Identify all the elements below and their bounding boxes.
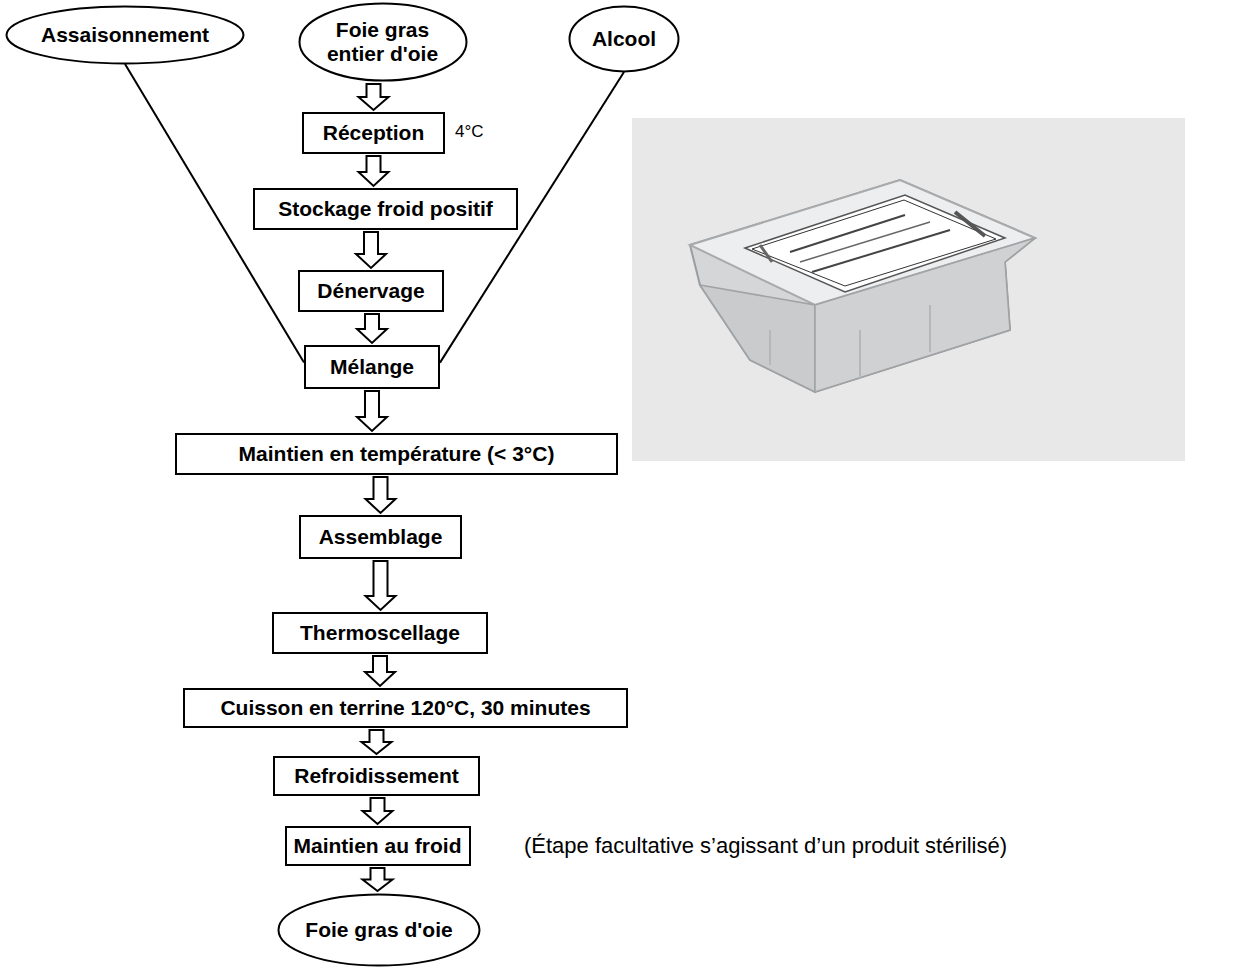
node-label: Assemblage <box>319 525 443 549</box>
process-box: Stockage froid positif <box>253 188 518 230</box>
node-label: Refroidissement <box>294 764 459 788</box>
node-label: Alcool <box>592 27 656 51</box>
process-box: Maintien en température (< 3°C) <box>175 433 618 475</box>
node-label: Foie gras entier d'oie <box>323 18 442 66</box>
flow-arrow <box>359 84 389 110</box>
flow-arrow <box>357 314 387 343</box>
process-box: Réception <box>302 112 445 154</box>
process-box: Refroidissement <box>273 756 480 796</box>
temperature-note: 4°C <box>455 122 484 142</box>
output-ellipse: Foie gras d'oie <box>277 893 481 967</box>
step-note: (Étape facultative s’agissant d’un produ… <box>524 833 1007 859</box>
process-box: Dénervage <box>298 270 444 312</box>
node-label: Thermoscellage <box>300 621 460 645</box>
flow-arrow <box>363 798 393 824</box>
node-label: Dénervage <box>317 279 424 303</box>
node-label: Réception <box>323 121 425 145</box>
node-label: Stockage froid positif <box>278 197 493 221</box>
flow-arrow <box>365 656 395 686</box>
input-ellipse: Assaisonnement <box>5 5 245 65</box>
process-box: Mélange <box>304 345 440 389</box>
flow-arrow <box>366 561 396 610</box>
flow-arrow <box>366 477 396 513</box>
node-label: Cuisson en terrine 120°C, 30 minutes <box>220 696 590 720</box>
input-ellipse: Alcool <box>568 5 680 73</box>
node-label: Foie gras d'oie <box>305 918 452 942</box>
tray-illustration <box>690 180 1035 392</box>
flow-arrow <box>362 730 392 754</box>
flow-arrow <box>359 156 389 186</box>
node-label: Maintien en température (< 3°C) <box>239 442 555 466</box>
flow-arrow <box>363 868 393 891</box>
flow-arrow <box>357 391 387 431</box>
input-ellipse: Foie gras entier d'oie <box>298 2 468 82</box>
node-label: Assaisonnement <box>41 23 209 47</box>
process-box: Cuisson en terrine 120°C, 30 minutes <box>183 688 628 728</box>
process-box: Maintien au froid <box>285 826 471 866</box>
photo-ground <box>632 118 1185 461</box>
node-label: Maintien au froid <box>294 834 462 858</box>
flow-arrow <box>356 232 386 268</box>
process-box: Assemblage <box>299 515 462 559</box>
node-label: Mélange <box>330 355 414 379</box>
process-box: Thermoscellage <box>272 612 488 654</box>
